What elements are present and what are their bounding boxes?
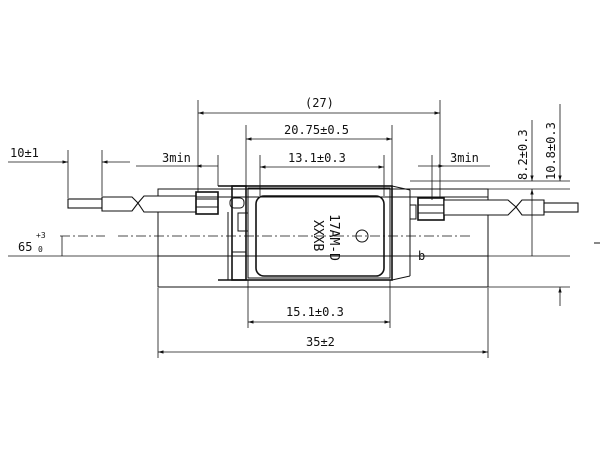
dim-13-1: 13.1±0.3: [288, 151, 346, 165]
dim-65-tol-lower: 0: [38, 245, 43, 254]
outer-sleeve: [157, 188, 489, 288]
lead-right: [417, 197, 579, 221]
inner-housing: [231, 185, 393, 281]
dim-27: (27): [305, 96, 334, 110]
extension-lines: [67, 100, 570, 358]
dim-10: 10±1: [10, 146, 39, 160]
dim-65: 65: [18, 240, 32, 254]
part-marking-line2: XXXB: [310, 220, 325, 251]
dim-65-tol-upper: +3: [36, 231, 46, 240]
crimp-right: [417, 197, 445, 221]
dim-35: 35±2: [306, 335, 335, 349]
device-body: [157, 185, 489, 288]
dim-8-2: 8.2±0.3: [516, 129, 530, 180]
dim-3min-right: 3min: [450, 151, 479, 165]
note-b: b: [418, 249, 425, 263]
dim-20-75: 20.75±0.5: [284, 123, 349, 137]
dim-3min-left: 3min: [162, 151, 191, 165]
part-marking-line1: 17AM-D: [326, 214, 341, 261]
crimp-left: [195, 191, 219, 215]
dim-10-8: 10.8±0.3: [544, 122, 558, 180]
dim-15-1: 15.1±0.3: [286, 305, 344, 319]
dimension-lines: [8, 104, 562, 354]
lead-left: [67, 191, 219, 215]
